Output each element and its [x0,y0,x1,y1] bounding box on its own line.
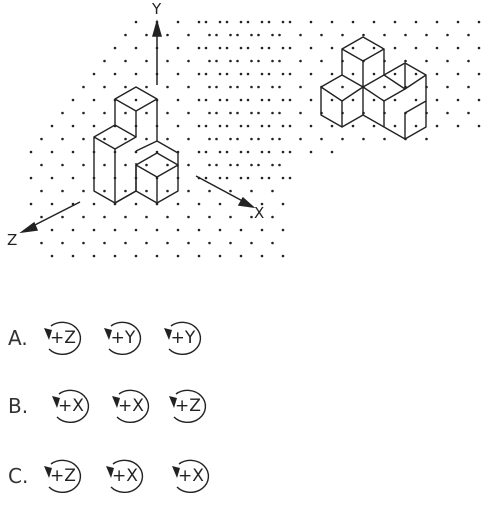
isometric-figure: Y X Z [7,0,481,258]
axis-x-label: X [254,204,264,222]
axis-y [152,19,162,85]
original-block-object [93,86,179,204]
rotation-label: +X [178,466,204,486]
rotation-label: +X [58,396,84,416]
rotation-arrow-icon: +Z [40,456,86,496]
option-letter: C. [8,464,29,488]
option-a[interactable]: A. +Z +Y +Y [8,318,308,358]
rotation-label: +Z [50,328,76,348]
rotation-label: +X [112,466,138,486]
rotation-label: +Y [110,328,136,348]
rotation-arrow-icon: +Z [40,318,86,358]
option-letter: A. [8,326,28,350]
rotation-arrow-icon: +X [168,456,214,496]
rotation-label: +Z [50,466,76,486]
option-b[interactable]: B. +X +X +Z [8,386,308,426]
axis-x [195,175,256,209]
rotation-arrow-icon: +X [48,386,94,426]
rotation-label: +Y [170,328,196,348]
rotation-arrow-icon: +Y [160,318,206,358]
rotation-label: +Z [175,396,201,416]
rotation-arrow-icon: +Z [165,386,211,426]
axis-y-label: Y [151,0,162,18]
rotated-block-object [320,36,427,140]
rotation-arrow-icon: +Y [100,318,146,358]
option-letter: B. [8,394,29,418]
rotation-arrow-icon: +X [108,386,154,426]
axis-z [19,201,81,234]
axis-z-label: Z [7,231,17,249]
rotation-arrow-icon: +X [102,456,148,496]
rotation-label: +X [118,396,144,416]
option-c[interactable]: C. +Z +X +X [8,456,308,496]
